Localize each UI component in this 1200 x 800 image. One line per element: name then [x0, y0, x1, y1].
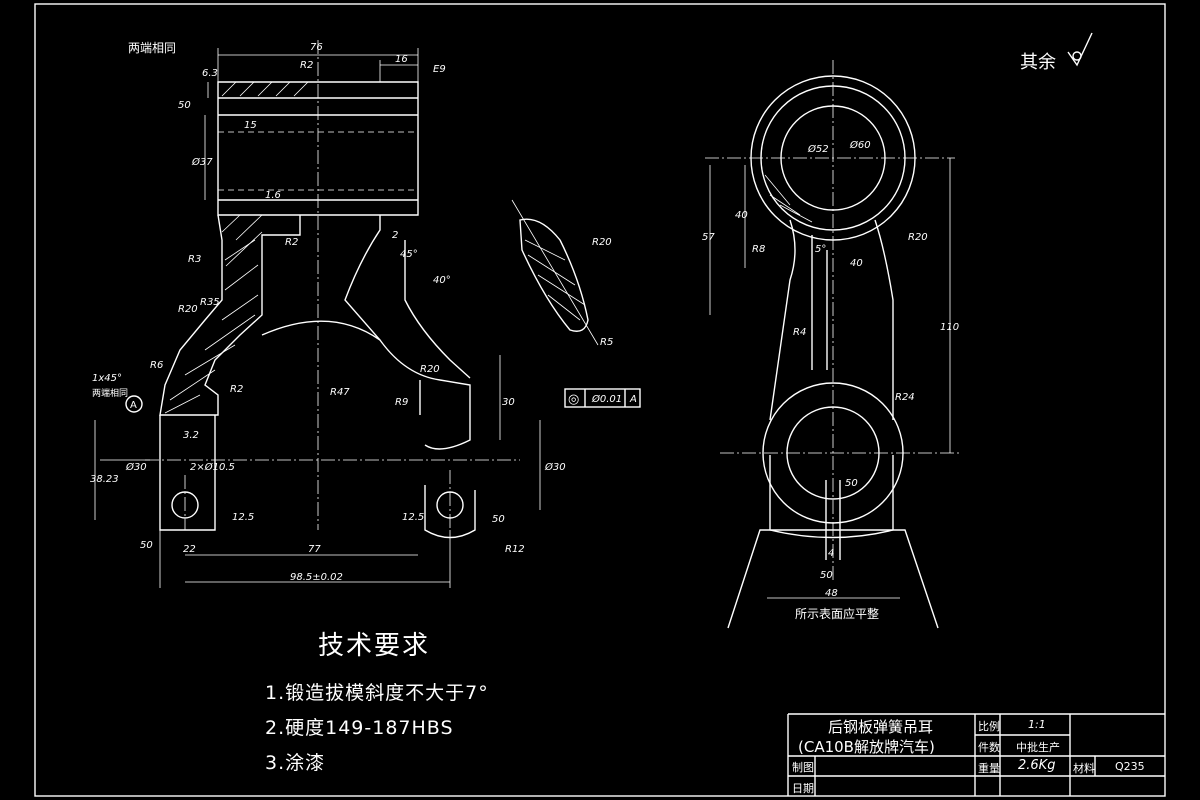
dim-30: 30	[502, 397, 515, 408]
title-block-grid	[787, 713, 1165, 796]
dim-r6: R6	[150, 360, 163, 371]
dim-76: 76	[310, 42, 323, 53]
dim-r8: R8	[752, 244, 765, 255]
dim-r35: R35	[200, 297, 220, 308]
scale-label: 比例	[978, 720, 1000, 733]
gdt-symbol: ◎	[568, 392, 579, 407]
qty-value: 中批生产	[1016, 741, 1060, 754]
tech-requirements-title: 技术要求	[318, 631, 431, 661]
dim-110: 110	[940, 322, 959, 333]
dim-r20-detail: R20	[592, 237, 612, 248]
dim-r20-mid: R20	[420, 364, 440, 375]
side-note-2: 两端相同	[92, 387, 128, 399]
dim-50-right: 50	[492, 514, 505, 525]
dim-57: 57	[702, 232, 715, 243]
roughness-circle	[1072, 51, 1082, 61]
dim-98-5: 98.5±0.02	[290, 572, 343, 583]
tech-req-item-1: 1.锻造拔模斜度不大于7°	[265, 682, 489, 704]
dim-r20-left: R20	[178, 304, 198, 315]
dim-r3: R3	[188, 254, 201, 265]
weight-label: 重量	[978, 762, 1000, 775]
dim-50-side-b: 50	[820, 570, 833, 581]
dim-12-5-left: 12.5	[232, 512, 254, 523]
dim-40-h: 40	[850, 258, 863, 269]
dim-50-left: 50	[140, 540, 153, 551]
scale-value: 1:1	[1028, 718, 1046, 731]
dim-r47: R47	[330, 387, 350, 398]
gdt-tolerance: Ø0.01	[591, 393, 622, 405]
dim-48: 48	[825, 588, 838, 599]
dim-50-top: 50	[178, 100, 191, 111]
dim-12-5-right: 12.5	[402, 512, 424, 523]
part-subtitle: (CA10B解放牌汽车)	[798, 738, 935, 756]
dim-r20-side: R20	[908, 232, 928, 243]
material-value: Q235	[1115, 760, 1145, 773]
front-dimension-labels: 76 16 E9 6.3 R2 50 15 Ø37 1.6 R2 R3 R20 …	[90, 41, 637, 583]
tech-req-item-3: 3.涂漆	[265, 752, 326, 774]
dim-22: 22	[183, 544, 196, 555]
dim-d37: Ø37	[191, 156, 213, 168]
dim-d30-right: Ø30	[544, 461, 566, 473]
dim-r9: R9	[395, 397, 408, 408]
drawn-label: 制图	[792, 761, 814, 774]
datum-label: A	[130, 400, 137, 411]
dim-3-2: 3.2	[183, 430, 199, 441]
dim-15: 15	[244, 120, 257, 131]
dim-d52: Ø52	[807, 143, 829, 155]
side-note: 两端相同	[128, 41, 176, 55]
tech-req-item-2: 2.硬度149-187HBS	[265, 717, 454, 739]
dim-5deg: 5°	[815, 244, 826, 255]
drawing-border	[34, 3, 1166, 797]
part-name: 后钢板弹簧吊耳	[828, 718, 934, 736]
chamfer-note: 1x45°	[92, 373, 122, 384]
roughness-symbol	[1067, 32, 1093, 67]
dim-38-23: 38.23	[90, 474, 119, 485]
dim-r2-mid: R2	[285, 237, 298, 248]
date-label: 日期	[792, 782, 814, 795]
dim-r2-low: R2	[230, 384, 243, 395]
dim-d60: Ø60	[849, 139, 871, 151]
side-dimension-labels: Ø52 Ø60 57 40 R8 5° 40 R20 R4 110 R24 50…	[702, 139, 959, 621]
material-label: 材料	[1073, 762, 1095, 775]
dim-r24: R24	[895, 392, 915, 403]
front-view	[94, 40, 641, 588]
dim-e9: E9	[433, 64, 446, 75]
dim-16: 16	[395, 54, 408, 65]
qty-label: 件数	[978, 741, 1000, 754]
gdt-datum: A	[629, 394, 637, 405]
dim-4: 4	[828, 548, 834, 559]
side-view	[705, 60, 960, 629]
dim-6-3: 6.3	[202, 68, 218, 79]
dim-45deg: 45°	[400, 249, 418, 260]
dim-2xd10-5: 2×Ø10.5	[190, 461, 235, 473]
dim-40deg: 40°	[433, 275, 451, 286]
dim-50-side: 50	[845, 478, 858, 489]
roughness-note: 其余	[1020, 52, 1056, 73]
dim-r12: R12	[505, 544, 525, 555]
weight-value: 2.6Kg	[1018, 758, 1056, 773]
dim-1-6: 1.6	[265, 190, 281, 201]
dim-d30-left: Ø30	[125, 461, 147, 473]
dim-40-v: 40	[735, 210, 748, 221]
plane-note: 所示表面应平整	[795, 606, 879, 621]
dim-77: 77	[308, 544, 321, 555]
dim-2: 2	[392, 230, 398, 241]
dim-r4: R4	[793, 327, 806, 338]
dim-r2-top: R2	[300, 60, 313, 71]
dim-r5: R5	[600, 337, 613, 348]
